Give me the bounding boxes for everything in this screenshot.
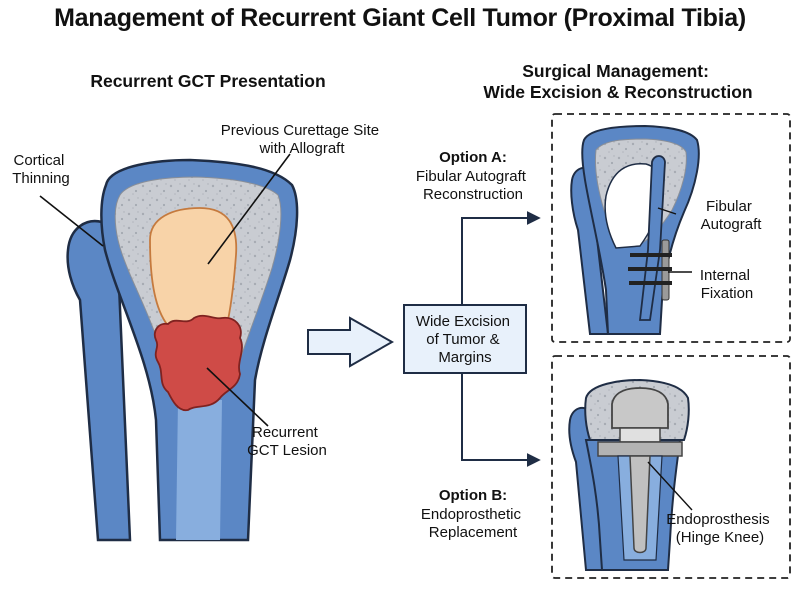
fixation-screw-3 (629, 281, 672, 285)
curettage-callout (207, 153, 291, 265)
recurrent-lesion-label: Recurrent GCT Lesion (247, 424, 327, 459)
option-a-panel (551, 113, 791, 343)
option-b-stem (629, 455, 651, 554)
endoprosthesis-label: Endoprosthesis (Hinge Knee) (666, 511, 774, 546)
cortical-thinning-label: Cortical Thinning (12, 152, 70, 187)
left-recurrent-lesion (153, 314, 243, 412)
option-b-description: Endoprosthetic Replacement (421, 506, 525, 541)
fibular-autograft-label: Fibular Autograft (701, 198, 763, 233)
curettage-site-label: Previous Curettage Site with Allograft (221, 122, 384, 157)
left-allograft (149, 207, 238, 331)
option-a-illustration (570, 124, 700, 335)
branch-arrow-option-a (461, 211, 541, 305)
option-b-title: Option B: (439, 487, 507, 504)
internal-fixation-label: Internal Fixation (700, 267, 754, 302)
left-tibia-illustration (66, 158, 299, 542)
main-title: Management of Recurrent Giant Cell Tumor… (54, 4, 746, 32)
fixation-screw-2 (628, 267, 672, 271)
wide-excision-label: Wide Excision of Tumor & Margins (416, 313, 514, 366)
option-a-fibular-graft (638, 155, 666, 321)
left-heading: Recurrent GCT Presentation (90, 71, 325, 91)
option-a-description: Fibular Autograft Reconstruction (416, 168, 530, 203)
option-b-tibial-tray (597, 441, 683, 457)
endoprosthesis-callout (647, 461, 693, 511)
option-b-poly-insert (619, 427, 661, 443)
fixation-screw-1 (630, 253, 672, 257)
option-a-title: Option A: (439, 149, 507, 166)
branch-arrow-option-b (461, 373, 541, 467)
cortical-thinning-callout (39, 195, 104, 247)
right-heading: Surgical Management: Wide Excision & Rec… (483, 61, 752, 102)
wide-excision-box (403, 304, 527, 374)
center-flow-arrow (307, 316, 395, 368)
option-b-femoral-component (611, 387, 669, 429)
option-b-illustration (568, 378, 690, 571)
lesion-callout (206, 367, 269, 427)
fibular-autograft-callout (657, 207, 677, 215)
